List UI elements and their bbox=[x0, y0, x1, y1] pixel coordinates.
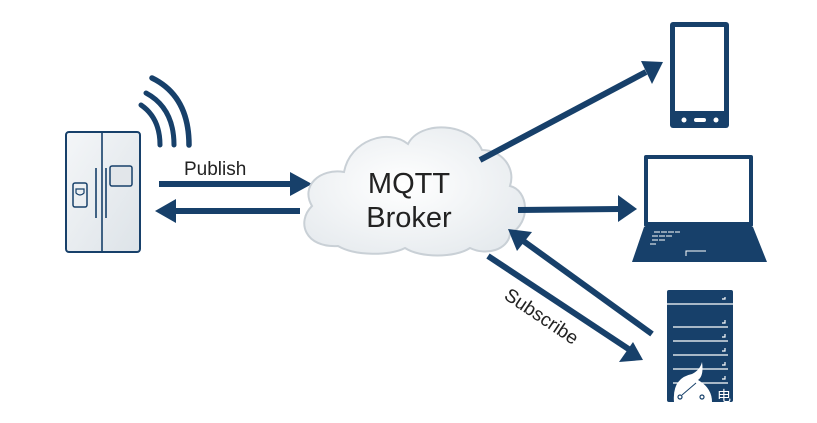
arrow-to-smartphone bbox=[478, 61, 663, 163]
publish-arrow bbox=[159, 172, 312, 196]
broker-label-line1: MQTT bbox=[368, 168, 450, 200]
publish-label: Publish bbox=[184, 159, 246, 180]
wireless-signal-icon bbox=[138, 75, 192, 148]
arrow-server-to-broker bbox=[508, 229, 654, 337]
return-arrow bbox=[155, 199, 300, 223]
laptop-icon bbox=[632, 155, 767, 262]
smartphone-icon bbox=[670, 22, 729, 128]
refrigerator-icon bbox=[65, 131, 141, 253]
watermark-logo-icon bbox=[673, 362, 712, 402]
broker-label-line2: Broker bbox=[366, 202, 452, 234]
arrow-to-laptop bbox=[517, 195, 637, 222]
watermark-text: 电 bbox=[717, 389, 731, 405]
subscribe-arrow bbox=[486, 253, 643, 362]
